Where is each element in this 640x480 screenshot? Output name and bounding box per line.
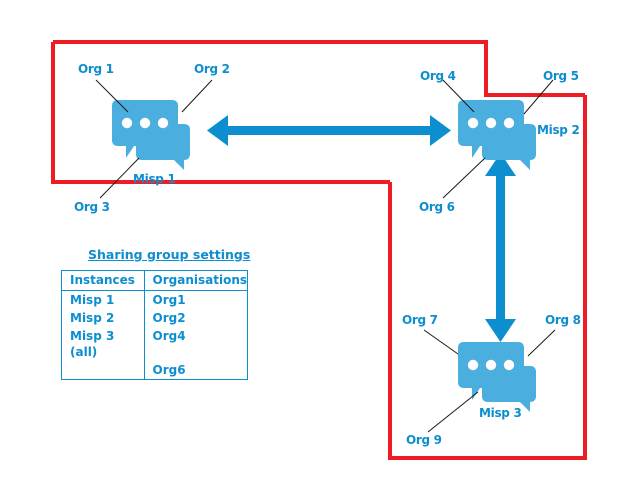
label-org9: Org 9 (406, 433, 442, 447)
cell-organisation: Org1 (152, 293, 186, 307)
cell-organisation: Org6 (152, 363, 186, 377)
label-misp3: Misp 3 (479, 406, 522, 420)
leader-line-org4 (442, 79, 475, 113)
connection-misp2-misp3-arrow (485, 153, 516, 342)
leader-line-org1 (95, 79, 129, 113)
leader-line-org2 (181, 79, 213, 113)
label-org6: Org 6 (419, 200, 455, 214)
label-org7: Org 7 (402, 313, 438, 327)
connection-misp1-misp2-arrow (207, 115, 451, 146)
cell-instance: Misp 1 (61, 290, 145, 309)
misp-1-icon (112, 100, 190, 170)
label-org4: Org 4 (420, 69, 456, 83)
table-row: Org6 (61, 361, 248, 380)
leader-line-org5 (523, 79, 554, 115)
leader-line-org6 (442, 157, 486, 199)
sharing-group-region-right-boundary (388, 95, 587, 460)
leader-line-org8 (527, 329, 556, 357)
sharing-group-region-left-boundary-lower (51, 42, 390, 184)
leader-line-org3 (99, 157, 140, 199)
cell-organisation: Org4 (152, 329, 186, 343)
cell-instance (61, 361, 145, 380)
label-misp1: Misp 1 (133, 172, 176, 186)
column-header-instances: Instances (61, 270, 145, 291)
label-org5: Org 5 (543, 69, 579, 83)
table-row: Misp 1 Org1 (61, 290, 248, 309)
label-org3: Org 3 (74, 200, 110, 214)
sharing-group-table: Instances Organisations Misp 1 Org1 Misp… (61, 270, 248, 380)
label-org8: Org 8 (545, 313, 581, 327)
cell-organisation: Org2 (152, 311, 186, 325)
table-row: Misp 2 Org2 (61, 309, 248, 327)
label-org2: Org 2 (194, 62, 230, 76)
misp-3-icon (458, 342, 536, 412)
table-header-row: Instances Organisations (61, 270, 248, 291)
label-org1: Org 1 (78, 62, 114, 76)
table-row: Misp 3 (all) Org4 (61, 327, 248, 361)
column-header-organisations: Organisations (144, 270, 248, 291)
label-misp2: Misp 2 (537, 123, 580, 137)
leader-line-org9 (427, 391, 479, 433)
cell-instance: Misp 3 (all) (61, 327, 145, 361)
leader-line-org7 (423, 329, 459, 355)
sharing-group-region-left-boundary (53, 40, 585, 97)
cell-instance: Misp 2 (61, 309, 145, 327)
sharing-group-title: Sharing group settings (88, 247, 251, 262)
misp-2-icon (458, 100, 536, 170)
